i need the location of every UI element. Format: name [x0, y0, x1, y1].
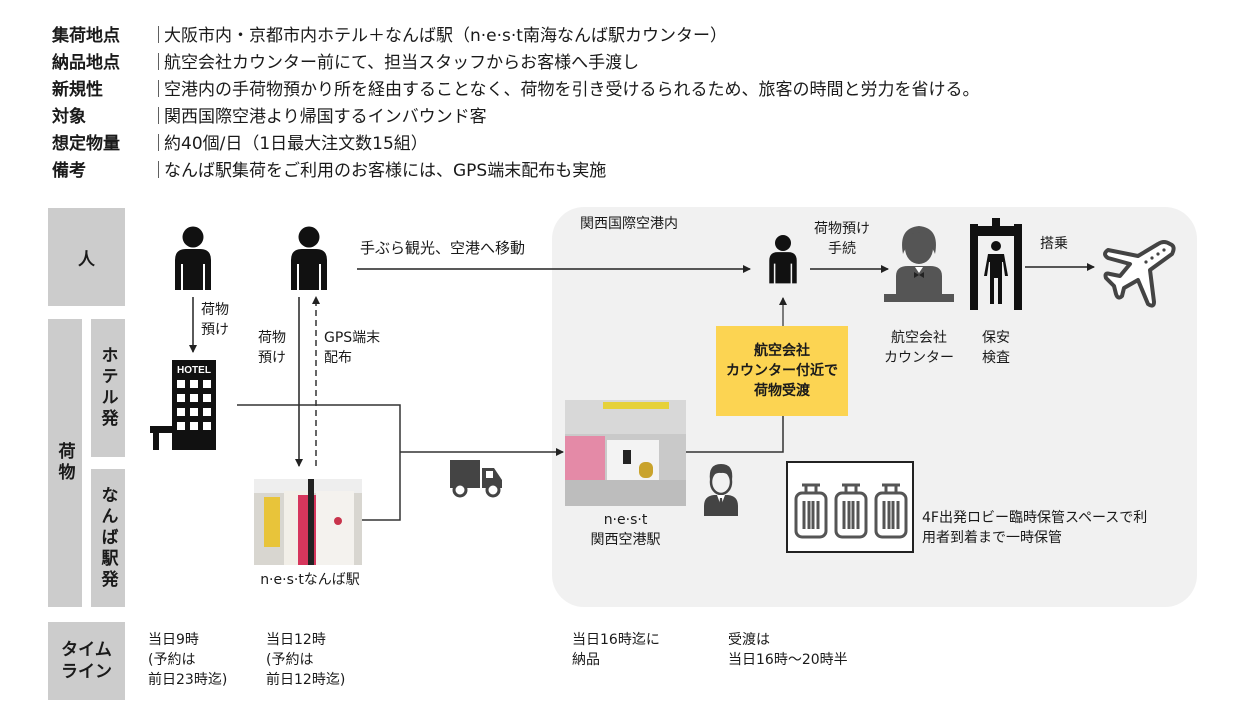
namba-dropoff-label: 荷物 預け — [258, 330, 286, 366]
boarding-label: 搭乗 — [1040, 236, 1068, 252]
info-value: 大阪市内・京都市内ホテル＋なんば駅（n·e·s·t南海なんば駅カウンター） — [164, 26, 727, 46]
timeline-handover: 受渡は 当日16時～20時半 — [728, 632, 848, 668]
info-value: なんば駅集荷をご利用のお客様には、GPS端末配布も実施 — [164, 161, 607, 181]
info-label: 納品地点 — [52, 53, 120, 73]
timeline-namba: 当日12時 (予約は 前日12時迄) — [266, 632, 346, 688]
airplane-icon — [1103, 240, 1176, 308]
staff-icon — [704, 464, 738, 516]
info-value: 空港内の手荷物預かり所を経由することなく、荷物を引き受けるられるため、旅客の時間… — [164, 80, 980, 100]
info-row-notes: 備考｜なんば駅集荷をご利用のお客様には、GPS端末配布も実施 — [52, 161, 607, 181]
storage-box — [786, 461, 914, 553]
info-row-target: 対象｜関西国際空港より帰国するインバウンド客 — [52, 107, 487, 127]
timeline-hotel: 当日9時 (予約は 前日23時迄) — [148, 632, 228, 688]
checkin-procedure-label: 荷物預け 手続 — [814, 221, 870, 257]
lane-baggage: 荷物 — [48, 319, 82, 607]
line-kix-to-handover — [686, 416, 784, 453]
info-row-volume: 想定物量｜約40個/日（1日最大注文数15組） — [52, 134, 428, 154]
airport-zone-label: 関西国際空港内 — [580, 216, 678, 232]
line-hotel-route — [237, 404, 401, 452]
namba-station-label: n·e·s·tなんば駅 — [260, 572, 360, 588]
info-label: 対象 — [52, 107, 86, 127]
person-icon — [175, 226, 211, 290]
kix-station-label: n·e·s·t 関西空港駅 — [590, 512, 661, 548]
info-row-novelty: 新規性｜空港内の手荷物預かり所を経由することなく、荷物を引き受けるられるため、旅… — [52, 80, 980, 100]
airline-counter-label: 航空会社 カウンター — [884, 330, 954, 366]
security-check-label: 保安 検査 — [982, 330, 1010, 366]
info-value: 約40個/日（1日最大注文数15組） — [164, 134, 428, 154]
airline-counter-icon — [884, 226, 954, 302]
storage-note: 4F出発ロビー臨時保管スペースで利 用者到着まで一時保管 — [922, 510, 1148, 546]
lane-hotel-origin: ホテル発 — [91, 319, 125, 457]
info-label: 備考 — [52, 161, 86, 181]
info-row-delivery: 納品地点｜航空会社カウンター前にて、担当スタッフからお客様へ手渡し — [52, 53, 640, 73]
info-value: 関西国際空港より帰国するインバウンド客 — [164, 107, 487, 127]
hotel-icon: HOTEL — [150, 360, 216, 450]
line-namba-route — [362, 452, 401, 521]
namba-station-photo — [254, 479, 362, 565]
hotel-dropoff-label: 荷物 預け — [201, 302, 229, 338]
svg-text:HOTEL: HOTEL — [177, 365, 211, 376]
timeline-kix-delivery: 当日16時迄に 納品 — [572, 632, 660, 668]
handover-box: 航空会社 カウンター付近で 荷物受渡 — [716, 326, 848, 416]
person-icon — [769, 235, 797, 284]
info-label: 想定物量 — [52, 134, 120, 154]
person-icon — [291, 226, 327, 290]
lane-person: 人 — [48, 208, 125, 306]
kix-station-photo — [565, 400, 686, 506]
lane-timeline: タイムライン — [48, 622, 125, 700]
gps-distribution-label: GPS端末 配布 — [324, 330, 381, 366]
suitcase-icon — [794, 483, 908, 539]
info-label: 新規性 — [52, 80, 103, 100]
info-row-pickup: 集荷地点｜大阪市内・京都市内ホテル＋なんば駅（n·e·s·t南海なんば駅カウンタ… — [52, 26, 727, 46]
lane-namba-origin: なんば駅発 — [91, 469, 125, 607]
truck-icon — [450, 460, 502, 498]
sightseeing-label: 手ぶら観光、空港へ移動 — [360, 239, 526, 257]
info-label: 集荷地点 — [52, 26, 120, 46]
info-value: 航空会社カウンター前にて、担当スタッフからお客様へ手渡し — [164, 53, 640, 73]
security-gate-icon — [970, 218, 1022, 310]
